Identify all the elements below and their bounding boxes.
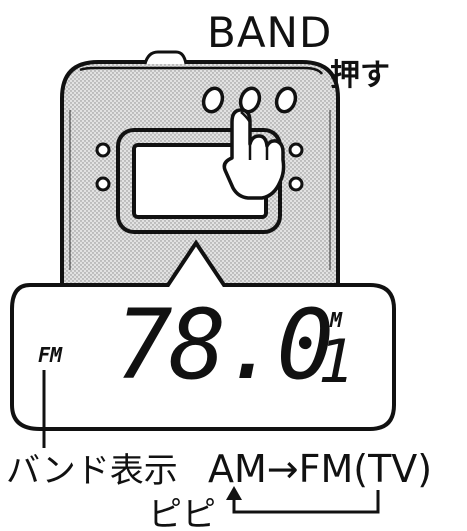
band-cycle-arrow	[226, 486, 380, 514]
lcd-band-indicator: FM	[38, 343, 63, 367]
hand-finger-lines	[240, 111, 269, 160]
left-dot-upper	[95, 142, 111, 158]
beep-label: ピピ	[148, 495, 216, 531]
left-dot-lower	[95, 176, 111, 192]
lcd-memory-label: M	[329, 308, 343, 332]
cycle-arrowhead	[226, 486, 242, 500]
lcd-memory-number: 1	[318, 327, 354, 397]
device-top-rim	[79, 66, 324, 75]
band-display-label: バンド表示	[6, 451, 178, 491]
lcd-frequency: 78.0	[115, 289, 330, 401]
right-dot-upper	[288, 142, 304, 158]
device-side-rim	[69, 110, 331, 270]
press-label: 押す	[330, 58, 390, 93]
radio-device	[60, 50, 340, 287]
band-label: BAND	[207, 8, 332, 57]
right-dot-lower	[288, 176, 304, 192]
button-right[interactable]	[273, 86, 298, 115]
band-sequence-label: AM→FM(TV)	[208, 447, 432, 491]
top-knob	[143, 50, 188, 65]
lcd-callout	[10, 239, 396, 431]
lcd-display: FM 78.0 M 1	[38, 289, 354, 448]
pressing-hand-icon	[222, 108, 286, 200]
button-left[interactable]	[200, 86, 225, 115]
